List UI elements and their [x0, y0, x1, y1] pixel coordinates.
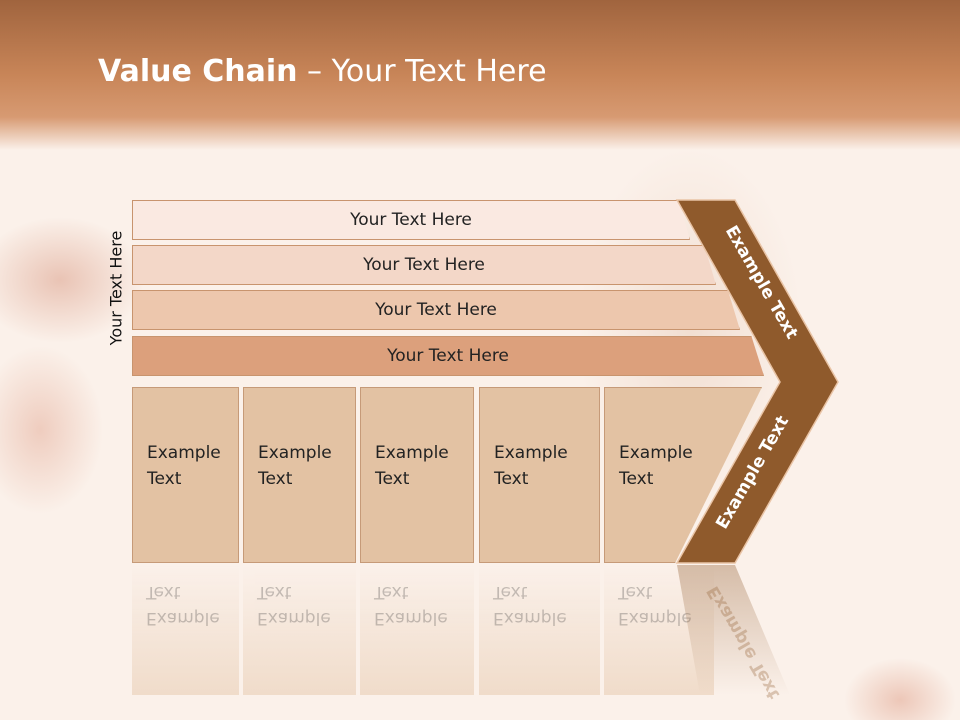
cell-1-line2: Text [147, 469, 182, 489]
title-bold: Value Chain [98, 54, 298, 89]
bar-3[interactable]: Your Text Here [132, 290, 740, 330]
bar-2-label: Your Text Here [363, 255, 485, 275]
bar-4[interactable]: Your Text Here [132, 336, 764, 376]
cell-3-line1: Example [375, 443, 449, 463]
cell-4-line1: Example [494, 443, 568, 463]
title-rest: – Your Text Here [297, 54, 547, 89]
bar-3-label: Your Text Here [375, 300, 497, 320]
cell-4[interactable]: Example Text [479, 387, 600, 563]
bar-4-label: Your Text Here [387, 346, 509, 366]
cell-2-line1: Example [258, 443, 332, 463]
chevron-shape [675, 199, 839, 564]
cell-5-line1: Example [619, 443, 693, 463]
header-band [0, 0, 960, 150]
chevron-reflection [677, 565, 790, 695]
bar-2[interactable]: Your Text Here [132, 245, 716, 285]
cell-2[interactable]: Example Text [243, 387, 356, 563]
bar-1-label: Your Text Here [350, 210, 472, 230]
cell-2-line2: Text [258, 469, 293, 489]
bar-1[interactable]: Your Text Here [132, 200, 690, 240]
cell-4-line2: Text [494, 469, 529, 489]
cell-1[interactable]: Example Text [132, 387, 239, 563]
cell-1-line1: Example [147, 443, 221, 463]
cell-3[interactable]: Example Text [360, 387, 474, 563]
slide-title: Value Chain – Your Text Here [98, 54, 547, 89]
cell-3-line2: Text [375, 469, 410, 489]
cell-5-line2: Text [619, 469, 654, 489]
